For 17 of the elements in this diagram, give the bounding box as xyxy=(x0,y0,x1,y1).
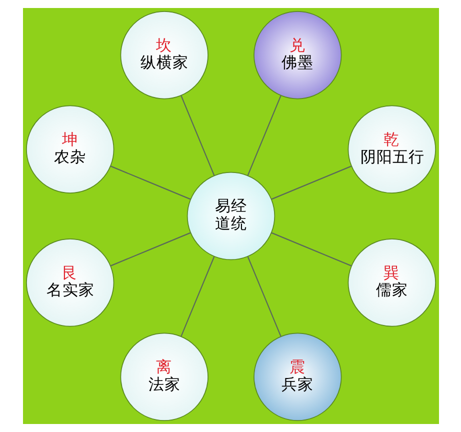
node-circle: 巽 儒家 xyxy=(347,238,436,327)
connector xyxy=(110,232,190,266)
node-circle: 坎 纵横家 xyxy=(120,11,208,100)
node-circle: 震 兵家 xyxy=(253,332,342,421)
node-circle: 乾 阴阳五行 xyxy=(347,105,436,194)
connector xyxy=(246,96,281,176)
connector xyxy=(110,166,190,200)
node-circle: 兑 佛墨 xyxy=(253,11,342,100)
connector xyxy=(180,96,214,176)
node-circle: 易经道统 xyxy=(186,172,275,260)
node-circle: 坤 农杂 xyxy=(26,105,114,194)
connector xyxy=(270,166,351,200)
connector xyxy=(180,256,214,337)
connector xyxy=(246,256,281,337)
connector xyxy=(270,232,351,266)
node-circle: 艮 名实家 xyxy=(26,238,114,327)
node-circle: 离 法家 xyxy=(120,332,208,421)
